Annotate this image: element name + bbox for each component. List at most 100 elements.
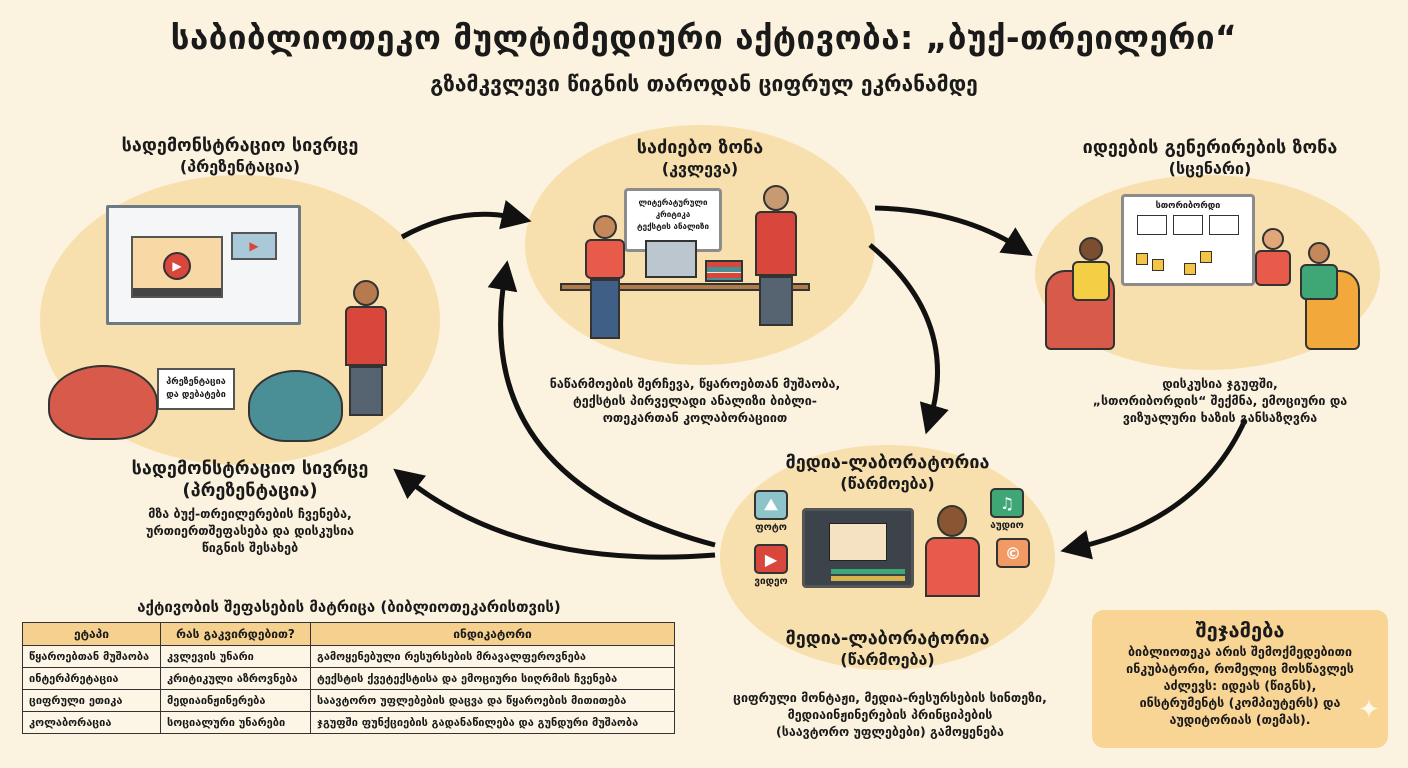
matrix-title: აქტივობის შეფასების მატრიცა (ბიბლიოთეკარ…	[137, 598, 561, 616]
whiteboard-line-3: ტექსტის ანალიზი	[637, 222, 709, 231]
video-label: ვიდეო	[754, 576, 788, 587]
photo-label: ფოტო	[755, 522, 787, 533]
book-stack	[705, 260, 743, 282]
video-preview	[829, 523, 887, 561]
matrix-cell: ციფრული ეთიკა	[22, 689, 161, 712]
audio-label: აუდიო	[990, 520, 1024, 531]
matrix-cell: წყაროებთან მუშაობა	[22, 645, 161, 668]
presentation-desc-line-1: მზა ბუქ-თრეილერების ჩვენება,	[148, 506, 352, 521]
media-lab-header: მედია-ლაბორატორია (წარმოება)	[720, 452, 1055, 493]
presentation-desc-line-2: ურთიერთშეფასება და დისკუსია	[145, 522, 355, 538]
presentation-bottom-title: სადემონსტრაციო სივრცე	[131, 458, 369, 479]
arrow-ideas-to-media	[1060, 418, 1248, 560]
summary-line-3: აძლევს: იდეას (წიგნს),	[1163, 677, 1317, 693]
media-lab-bottom-header: მედია-ლაბორატორია (წარმოება)	[720, 628, 1055, 669]
matrix-cell: მედიაინჟინერება	[160, 689, 311, 712]
arrow-media-to-presentation	[393, 468, 716, 560]
matrix-header-stage: ეტაპი	[22, 622, 161, 646]
media-lab-bottom-title: მედია-ლაბორატორია	[785, 628, 990, 649]
summary-line-4: ინსტრუმენტს (კომპიუტერს) და	[1139, 694, 1341, 710]
research-zone-subtitle: (კვლევა)	[661, 158, 739, 178]
storyboard-frame	[1137, 215, 1167, 235]
ideas-zone-title: იდეების გენერირების ზონა	[1082, 137, 1338, 158]
whiteboard-line-2: კრიტიკა	[655, 210, 691, 219]
summary-title: შეჯამება	[1195, 618, 1285, 642]
photo-icon: ⛰	[754, 490, 788, 520]
student-red-shirt	[1255, 228, 1291, 298]
matrix-cell: კვლევის უნარი	[160, 645, 311, 668]
research-zone-header: საძიებო ზონა (კვლევა)	[525, 137, 875, 178]
student-yellow-shirt	[1072, 237, 1110, 307]
projector-screen: ▶ ▶	[106, 205, 301, 325]
matrix-header-indicator: ინდიკატორი	[310, 622, 675, 646]
storyboard-whiteboard: სთორიბორდი	[1121, 194, 1255, 286]
ideas-desc-line-3: ვიზუალური ხაზის განსაზღვრა	[1122, 409, 1318, 425]
desk	[560, 283, 810, 291]
sticky-note	[1184, 263, 1196, 275]
summary-box: შეჯამება ბიბლიოთეკა არის შემოქმედებითი ი…	[1092, 610, 1388, 748]
media-lab-description: ციფრული მონტაჟი, მედია-რესურსების სინთეზ…	[700, 690, 1080, 741]
beanbag-red	[48, 365, 158, 440]
presentation-bottom-header: სადემონსტრაციო სივრცე (პრეზენტაცია)	[60, 458, 440, 501]
sticky-note	[1136, 253, 1148, 265]
presentation-desc-line-3: წიგნის შესახებ	[201, 539, 299, 555]
sticky-note	[1200, 251, 1212, 263]
ideas-zone-subtitle: (სცენარი)	[1168, 158, 1252, 178]
matrix-table: ეტაპი რას გაკვირდებით? ინდიკატორი წყაროე…	[22, 622, 675, 734]
presenter-figure	[345, 280, 387, 440]
ideas-desc-line-2: „სთორიბორდის“ შექმნა, ემოციური და	[1092, 392, 1348, 408]
table-row: კოლაბორაცია სოციალური უნარები ჯგუფში ფუნ…	[22, 711, 675, 734]
matrix-cell: საავტორო უფლებების დაცვა და წყაროების მი…	[310, 689, 675, 712]
summary-line-2: ინკუბატორი, რომელიც მოსწავლეს	[1126, 660, 1354, 676]
ideas-zone-header: იდეების გენერირების ზონა (სცენარი)	[1025, 137, 1395, 178]
research-zone-description: ნაწარმოების შერჩევა, წყაროებთან მუშაობა,…	[525, 376, 865, 427]
media-lab-subtitle: (წარმოება)	[840, 473, 935, 493]
ideas-zone-description: დისკუსია ჯგუფში, „სთორიბორდის“ შექმნა, ე…	[1040, 376, 1400, 427]
laptop-editor	[802, 508, 914, 588]
matrix-cell: კრიტიკული აზროვნება	[160, 667, 311, 690]
video-progress-bar	[133, 288, 221, 296]
presentation-zone-subtitle: (პრეზენტაცია)	[179, 156, 301, 176]
audio-icon: ♫	[990, 488, 1024, 518]
matrix-header-row: ეტაპი რას გაკვირდებით? ინდიკატორი	[22, 622, 675, 646]
research-desc-line-1: ნაწარმოების შერჩევა, წყაროებთან მუშაობა,	[549, 376, 841, 391]
beanbag-teal	[248, 370, 343, 442]
video-icon: ▶	[754, 544, 788, 574]
arrow-presentation-to-research	[400, 200, 532, 240]
play-icon: ▶	[163, 252, 191, 280]
matrix-cell: კოლაბორაცია	[22, 711, 161, 734]
table-row: წყაროებთან მუშაობა კვლევის უნარი გამოყენ…	[22, 645, 675, 668]
presentation-zone-header: სადემონსტრაციო სივრცე (პრეზენტაცია)	[40, 135, 440, 176]
storyboard-frame	[1173, 215, 1203, 235]
media-desc-line-2: მედიაინჟინერების პრინციპების	[787, 706, 993, 722]
sign-line-1: პრეზენტაცია	[166, 377, 226, 388]
presentation-bottom-subtitle: (პრეზენტაცია)	[182, 479, 318, 501]
matrix-cell: ტექსტის ქვეტექსტისა და ემოციური სიღრმის …	[310, 667, 675, 690]
ideas-desc-line-1: დისკუსია ჯგუფში,	[1162, 376, 1278, 391]
evaluation-matrix: ეტაპი რას გაკვირდებით? ინდიკატორი წყაროე…	[22, 622, 675, 734]
media-desc-line-1: ციფრული მონტაჟი, მედია-რესურსების სინთეზ…	[733, 690, 1047, 705]
matrix-cell: გამოყენებული რესურსების მრავალფეროვნება	[310, 645, 675, 668]
summary-body: ბიბლიოთეკა არის შემოქმედებითი ინკუბატორი…	[1092, 644, 1388, 728]
research-zone-title: საძიებო ზონა	[636, 137, 764, 158]
media-lab-title: მედია-ლაბორატორია	[785, 452, 990, 473]
sticky-note	[1152, 259, 1164, 271]
presentation-bottom-description: მზა ბუქ-თრეილერების ჩვენება, ურთიერთშეფა…	[60, 506, 440, 557]
student-green-shirt	[1300, 242, 1338, 312]
sign-line-2: და დებატები	[166, 390, 226, 400]
page-subtitle: გზამკვლევი წიგნის თაროდან ციფრულ ეკრანამ…	[430, 72, 978, 96]
matrix-cell: ჯგუფში ფუნქციების გადანაწილება და გუნდურ…	[310, 711, 675, 734]
matrix-header-observe: რას გაკვირდებით?	[160, 622, 311, 646]
presentation-zone-title: სადემონსტრაციო სივრცე	[121, 135, 359, 156]
research-desc-line-2: ტექსტის პირველადი ანალიზი ბიბლი-	[573, 392, 817, 408]
table-row: ინტერპრეტაცია კრიტიკული აზროვნება ტექსტი…	[22, 667, 675, 690]
timeline-track	[831, 576, 905, 581]
arrow-media-to-research	[487, 260, 716, 548]
arrow-research-to-ideas	[874, 205, 1033, 257]
table-row: ციფრული ეთიკა მედიაინჟინერება საავტორო უ…	[22, 689, 675, 712]
computer-monitor	[645, 240, 697, 278]
librarian-figure	[755, 185, 797, 355]
research-whiteboard: ლიტერატურული კრიტიკა ტექსტის ანალიზი	[624, 188, 722, 252]
summary-line-1: ბიბლიოთეკა არის შემოქმედებითი	[1127, 644, 1352, 659]
whiteboard-line-1: ლიტერატურული	[638, 198, 708, 207]
